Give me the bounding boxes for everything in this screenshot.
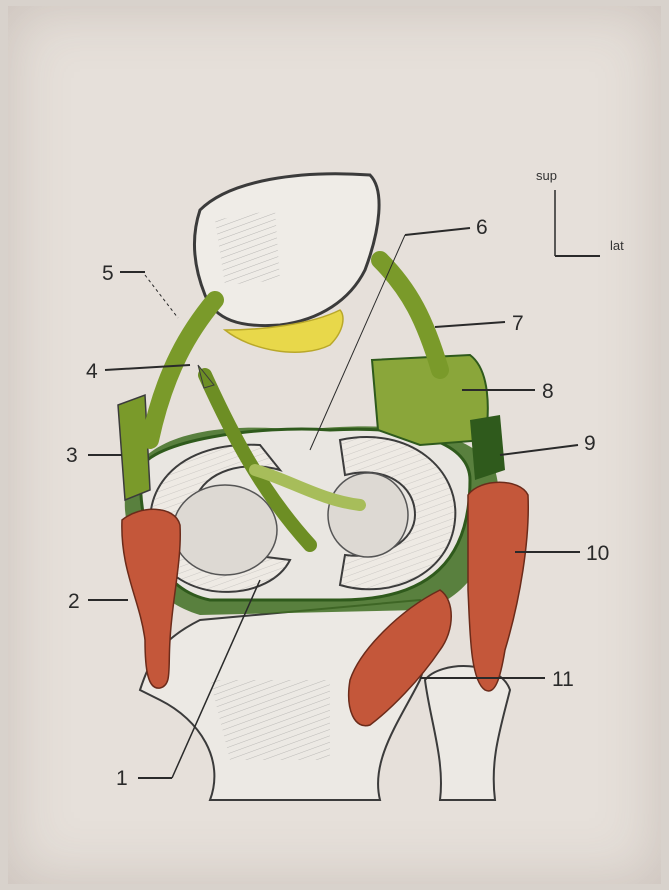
fibula-shape: [425, 666, 510, 800]
tibia-hatching: [210, 680, 330, 760]
label-9: 9: [584, 432, 596, 455]
label-11: 11: [552, 668, 574, 691]
label-6: 6: [476, 216, 488, 239]
label-1: 1: [116, 767, 128, 790]
lateral-patellar-retinaculum: [380, 260, 440, 370]
leader-line-6: [405, 228, 470, 235]
lateral-ligament-block: [372, 355, 488, 445]
label-5: 5: [102, 262, 114, 285]
orientation-lat-label: lat: [610, 238, 624, 253]
label-8: 8: [542, 380, 554, 403]
patella-hatch: [215, 210, 280, 285]
leader-line-7: [435, 322, 505, 327]
medial-condyle-surface: [173, 485, 277, 575]
lateral-dark-strip: [470, 415, 505, 480]
lateral-condyle-surface: [328, 473, 408, 557]
lateral-gastrocnemius-muscle: [468, 482, 528, 691]
label-10: 10: [586, 542, 609, 565]
label-2: 2: [68, 590, 80, 613]
label-4: 4: [86, 360, 98, 383]
label-7: 7: [512, 312, 524, 335]
leader-line-5b: [145, 275, 178, 318]
orientation-sup-label: sup: [536, 168, 557, 183]
leader-line-9: [500, 445, 578, 455]
label-3: 3: [66, 444, 78, 467]
